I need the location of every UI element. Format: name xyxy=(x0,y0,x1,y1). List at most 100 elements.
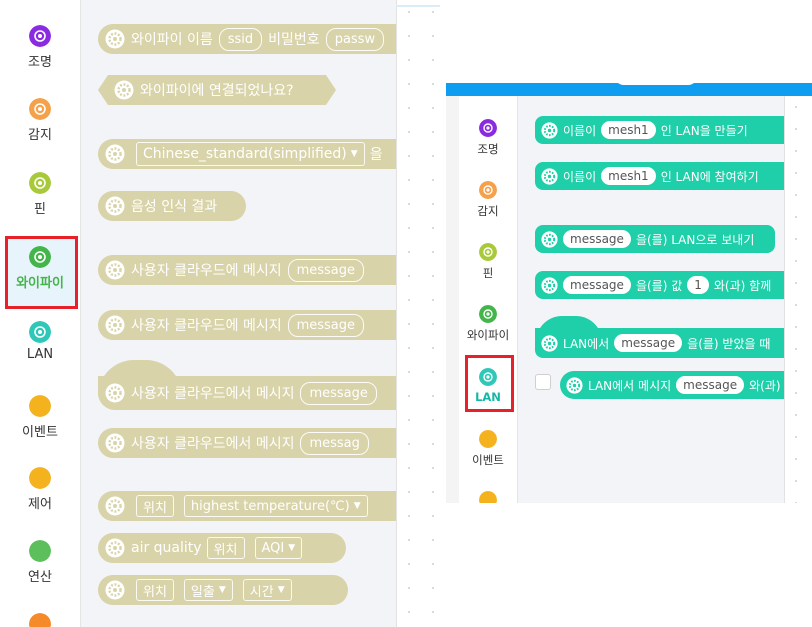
category-label: LAN xyxy=(26,347,54,362)
gear-icon xyxy=(541,334,558,352)
category-lighting[interactable]: 조명 xyxy=(0,25,80,70)
category-label: 핀 xyxy=(482,266,494,280)
category-sensing[interactable]: 감지 xyxy=(0,98,80,143)
gear-icon xyxy=(105,580,125,600)
ssid-input[interactable]: ssid xyxy=(218,27,263,51)
code-canvas[interactable] xyxy=(396,0,440,627)
lan-name-input[interactable]: mesh1 xyxy=(601,167,656,185)
lan-category-icon xyxy=(479,368,497,386)
cloud-send-block-2[interactable]: 사용자 클라우드에 메시지 message xyxy=(98,310,396,340)
dropdown-value: highest temperature(℃) xyxy=(190,498,350,514)
sun-event-dropdown[interactable]: 일출▼ xyxy=(183,579,233,601)
block-text: 이름이 xyxy=(563,123,597,138)
time-dropdown[interactable]: 시간▼ xyxy=(242,579,292,601)
category-wifi[interactable]: 와이파이 xyxy=(0,246,80,291)
category-pin[interactable]: 핀 xyxy=(0,172,80,217)
wifi-connected-block[interactable]: 와이파이에 연결되었나요? xyxy=(98,75,336,105)
lan-send-value-block[interactable]: message 을(를) 값 1 와(과) 함께 xyxy=(535,271,784,299)
aqi-dropdown[interactable]: AQI▼ xyxy=(254,537,303,559)
lan-send-block[interactable]: message 을(를) LAN으로 보내기 xyxy=(535,225,775,253)
dropdown-value: 일출 xyxy=(190,584,215,600)
speech-result-block[interactable]: 음성 인식 결과 xyxy=(98,191,246,221)
category-lan[interactable]: LAN xyxy=(0,321,80,362)
chevron-down-icon: ▼ xyxy=(353,501,361,511)
category-next[interactable] xyxy=(0,613,80,627)
category-label: 감지 xyxy=(28,128,52,143)
block-checkbox[interactable] xyxy=(535,374,551,390)
wifi-connect-block[interactable]: 와이파이 이름 ssid 비밀번호 passw xyxy=(98,24,396,54)
sunrise-block[interactable]: 위치 일출▼ 시간▼ xyxy=(98,575,348,605)
dropdown-value: 위치 xyxy=(143,500,167,516)
location-dropdown[interactable]: 위치 xyxy=(206,537,245,559)
top-bar-notch xyxy=(614,83,698,85)
code-canvas[interactable] xyxy=(784,96,812,503)
events-category-icon xyxy=(479,430,497,448)
gear-icon xyxy=(105,29,125,49)
category-wifi[interactable]: 와이파이 xyxy=(459,305,517,343)
speech-language-block[interactable]: Chinese_standard(simplified)▼ 을 xyxy=(98,139,396,169)
next-category-icon xyxy=(29,613,51,627)
category-pin[interactable]: 핀 xyxy=(459,243,517,281)
category-label: 이벤트 xyxy=(472,453,504,467)
wifi-category-icon xyxy=(29,246,51,268)
category-control[interactable]: 제어 xyxy=(0,467,80,512)
category-operators[interactable]: 연산 xyxy=(0,540,80,585)
weather-metric-dropdown[interactable]: highest temperature(℃)▼ xyxy=(183,495,368,517)
category-label: 와이파이 xyxy=(466,328,510,342)
window-top-bar xyxy=(446,83,812,96)
value-input[interactable]: 1 xyxy=(687,276,709,294)
lan-receive-hat-block[interactable]: LAN에서 message 을(를) 받았을 때 xyxy=(535,328,784,358)
dropdown-value: 위치 xyxy=(213,542,238,558)
message-input[interactable]: message xyxy=(676,376,745,394)
message-input[interactable]: messag xyxy=(300,431,369,455)
message-input[interactable]: message xyxy=(563,276,631,294)
password-input[interactable]: passw xyxy=(325,27,385,51)
message-input[interactable]: message xyxy=(287,313,365,337)
gear-icon xyxy=(541,230,558,248)
cloud-send-block[interactable]: 사용자 클라우드에 메시지 message xyxy=(98,255,396,285)
events-category-icon xyxy=(29,395,51,417)
block-text: 을 xyxy=(369,147,383,163)
control-category-icon xyxy=(29,467,51,489)
lighting-category-icon xyxy=(29,25,51,47)
location-dropdown[interactable]: 위치 xyxy=(136,495,174,517)
weather-temperature-block[interactable]: 위치 highest temperature(℃)▼ xyxy=(98,491,396,521)
category-lighting[interactable]: 조명 xyxy=(459,119,517,157)
category-control[interactable] xyxy=(459,491,517,503)
lan-join-block[interactable]: 이름이 mesh1 인 LAN에 참여하기 xyxy=(535,162,784,190)
air-quality-block[interactable]: air quality 위치 AQI▼ xyxy=(98,533,346,563)
sensing-category-icon xyxy=(479,181,497,199)
category-lan[interactable]: LAN xyxy=(459,368,517,404)
lan-name-input[interactable]: mesh1 xyxy=(601,121,656,139)
message-input[interactable]: message xyxy=(563,230,631,248)
message-input[interactable]: message xyxy=(287,258,365,282)
left-gutter xyxy=(446,96,459,503)
block-text: 사용자 클라우드에서 메시지 xyxy=(131,386,295,402)
cloud-receive-block[interactable]: 사용자 클라우드에서 메시지 messag xyxy=(98,428,396,458)
message-input[interactable]: message xyxy=(300,381,377,405)
right-screenshot-panel: 조명 감지 핀 와이파이 LAN 이벤트 이름이 mesh1 인 LAN을 만들… xyxy=(446,83,812,503)
category-events[interactable]: 이벤트 xyxy=(459,430,517,468)
lan-receive-value-block[interactable]: LAN에서 메시지 message 와(과) xyxy=(560,371,784,399)
location-dropdown[interactable]: 위치 xyxy=(136,579,174,601)
chevron-down-icon: ▼ xyxy=(218,585,226,595)
cloud-receive-hat-block[interactable]: 사용자 클라우드에서 메시지 message xyxy=(98,376,396,410)
block-text: 와(과) xyxy=(749,378,781,393)
gear-icon xyxy=(105,315,125,335)
wifi-category-icon xyxy=(479,305,497,323)
chevron-down-icon: ▼ xyxy=(288,543,296,553)
block-text: LAN에서 xyxy=(563,336,610,351)
block-text: 비밀번호 xyxy=(268,32,320,48)
block-text: 음성 인식 결과 xyxy=(131,199,218,215)
block-text: LAN에서 메시지 xyxy=(588,378,672,393)
chevron-down-icon: ▼ xyxy=(350,149,358,159)
category-sensing[interactable]: 감지 xyxy=(459,181,517,219)
gear-icon xyxy=(541,167,558,185)
message-input[interactable]: message xyxy=(614,334,683,352)
category-events[interactable]: 이벤트 xyxy=(0,395,80,440)
language-dropdown[interactable]: Chinese_standard(simplified)▼ xyxy=(136,142,365,166)
lan-create-block[interactable]: 이름이 mesh1 인 LAN을 만들기 xyxy=(535,116,784,144)
category-label: 핀 xyxy=(34,202,46,217)
block-text: 사용자 클라우드에 메시지 xyxy=(131,263,282,279)
block-text: 을(를) LAN으로 보내기 xyxy=(635,232,755,247)
